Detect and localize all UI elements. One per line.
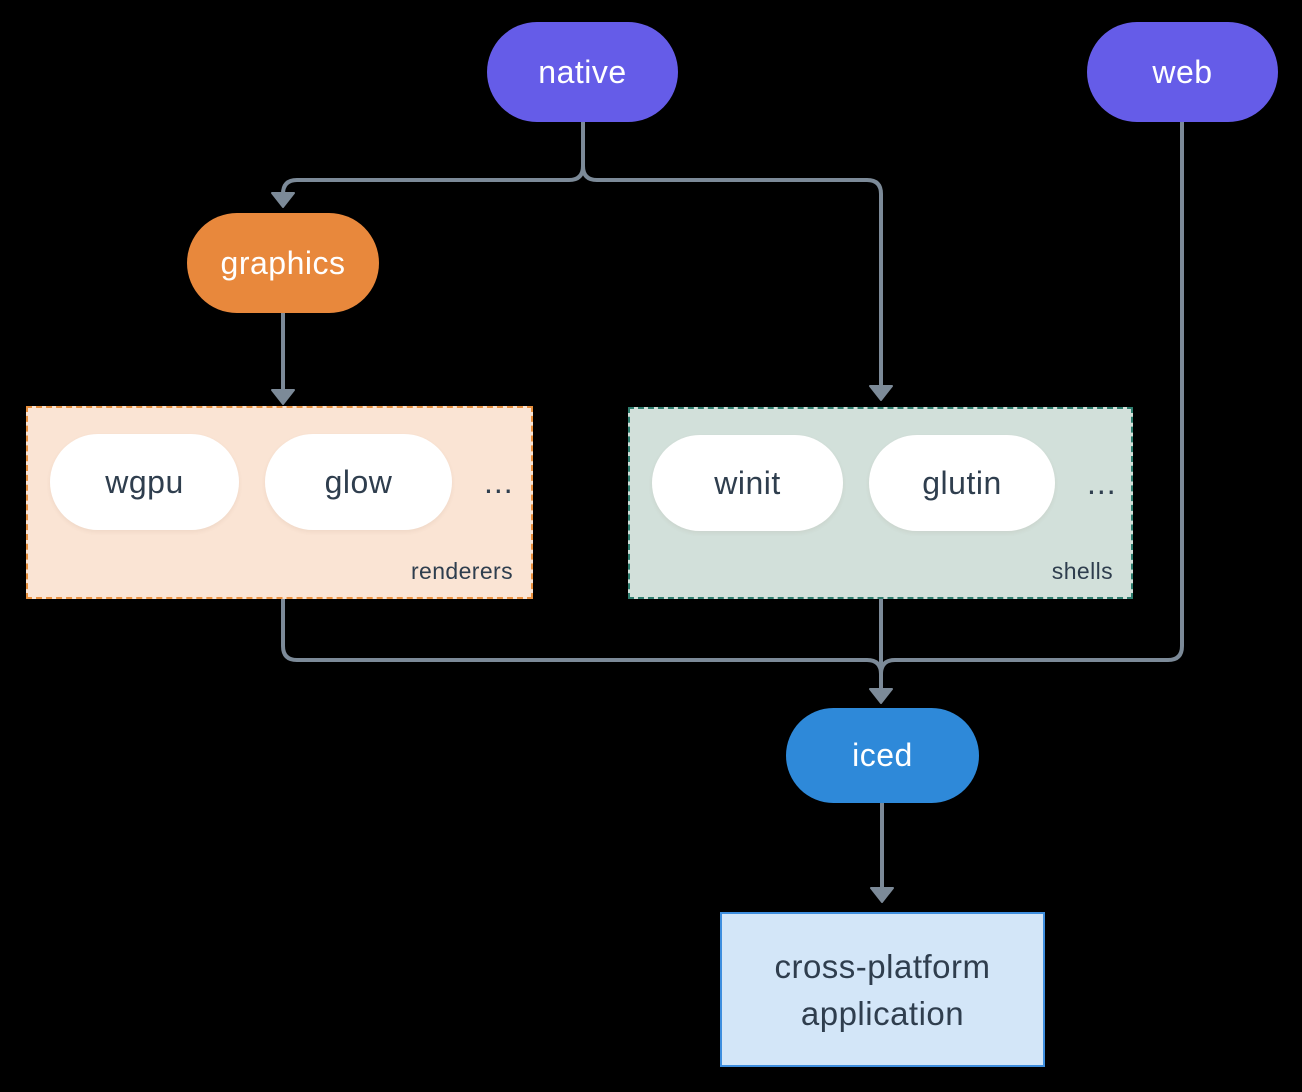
shells-ellipsis: ...: [1087, 464, 1117, 501]
node-iced-label: iced: [852, 737, 913, 773]
application-label-line2: application: [800, 994, 965, 1032]
node-web: web: [1087, 22, 1278, 122]
arrowhead-into-shells: [869, 385, 893, 401]
node-graphics: graphics: [187, 213, 379, 313]
node-wgpu: wgpu: [50, 434, 239, 530]
node-web-label: web: [1152, 53, 1213, 90]
node-graphics-label: graphics: [220, 244, 346, 281]
edge-native-to-graphics: [281, 122, 585, 200]
application-label-line1: cross-platform: [774, 947, 991, 985]
node-native-label: native: [538, 53, 627, 90]
node-cross-platform-application: cross-platform application: [720, 912, 1045, 1067]
group-renderers: wgpu glow ... renderers: [26, 406, 533, 599]
shells-group-label: shells: [1051, 558, 1113, 584]
arrowhead-into-renderers: [271, 389, 295, 405]
node-glutin-label: glutin: [922, 464, 1002, 501]
node-native: native: [487, 22, 678, 122]
node-winit-label: winit: [714, 464, 781, 501]
edge-native-to-shells: [581, 165, 883, 393]
renderers-ellipsis: ...: [484, 463, 514, 500]
arrowhead-into-iced: [869, 688, 893, 704]
node-winit: winit: [652, 435, 843, 531]
arrowhead-into-graphics: [271, 192, 295, 208]
edge-renderers-to-merge: [281, 599, 883, 678]
renderers-items-row: wgpu glow ...: [50, 434, 514, 530]
renderers-group-label: renderers: [410, 558, 513, 584]
node-iced: iced: [786, 708, 979, 803]
node-glutin: glutin: [869, 435, 1055, 531]
arrowhead-into-application: [870, 887, 894, 903]
node-wgpu-label: wgpu: [105, 463, 184, 500]
group-shells: winit glutin ... shells: [628, 407, 1133, 599]
shells-items-row: winit glutin ...: [652, 435, 1117, 531]
node-glow: glow: [265, 434, 452, 530]
node-glow-label: glow: [324, 463, 393, 500]
